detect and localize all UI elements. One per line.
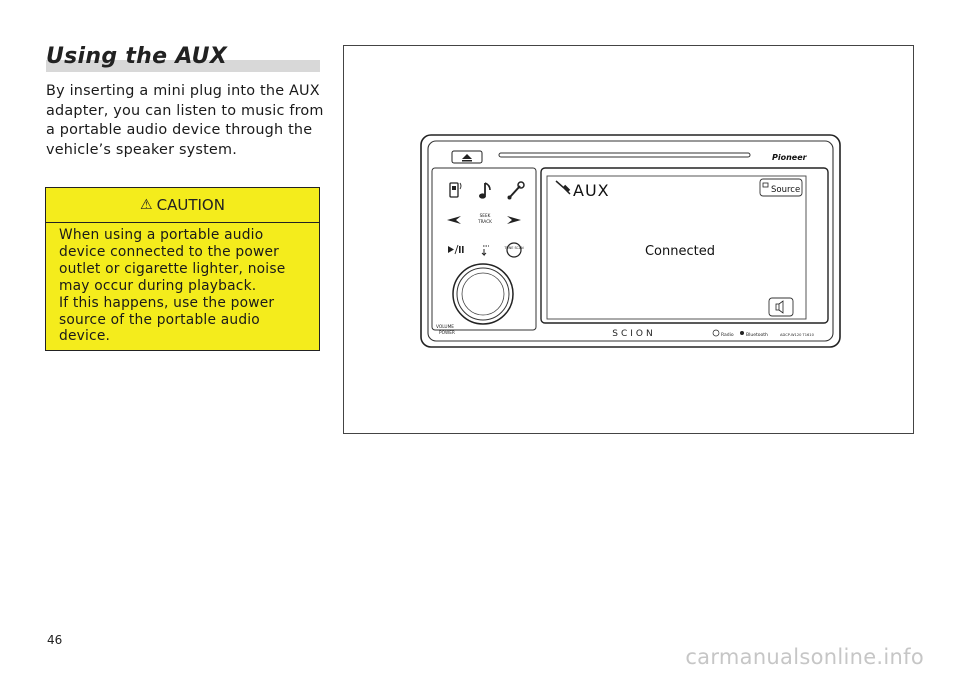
seek-label: SEEK <box>480 213 491 218</box>
caution-line: device. <box>59 328 111 345</box>
warning-triangle-icon: ⚠ <box>140 197 153 213</box>
hd-radio-label: Radio <box>721 332 734 338</box>
caution-text: When using a portable audio device conne… <box>46 223 319 345</box>
scion-logo: SCION <box>612 329 655 339</box>
connection-status: Connected <box>645 244 715 259</box>
eject-icon <box>462 154 472 159</box>
caution-line: When using a portable audio <box>59 227 264 243</box>
track-label: TRACK <box>477 219 492 224</box>
caution-line: device connected to the power <box>59 243 280 260</box>
source-icon <box>762 182 769 188</box>
dial-arrow-icon[interactable] <box>481 245 489 257</box>
volume-knob[interactable] <box>452 263 514 325</box>
source-button[interactable]: Source <box>759 178 803 197</box>
tune-scan-label: TUNE SCAN <box>503 246 524 250</box>
watermark-text: carmanualsonline.info <box>685 645 924 669</box>
seek-right-icon[interactable] <box>507 216 521 224</box>
title-underline <box>46 60 320 72</box>
caution-line: source of the portable audio <box>59 311 260 328</box>
caution-line: outlet or cigarette lighter, noise <box>59 260 286 277</box>
tune-scan-button[interactable]: TUNE SCAN <box>503 242 524 258</box>
seek-left-icon[interactable] <box>447 216 461 224</box>
power-label: POWER <box>439 330 455 336</box>
disc-slot <box>498 152 751 158</box>
caution-box: ⚠ CAUTION When using a portable audio de… <box>45 187 320 351</box>
mute-icon[interactable] <box>768 297 794 317</box>
source-button-label: Source <box>771 185 800 195</box>
head-unit-illustration: Pioneer SEEK TRACK <box>420 134 841 348</box>
model-number: ADCP-W120 T1610 <box>780 333 815 337</box>
caution-line: may occur during playback. <box>59 277 257 294</box>
plug-icon <box>555 180 571 195</box>
caution-header: ⚠ CAUTION <box>46 188 319 223</box>
screen-mode-label: AUX <box>573 181 610 200</box>
brand-logo: Pioneer <box>772 153 808 162</box>
eject-icon-bar <box>462 160 472 162</box>
play-pause-icon[interactable] <box>448 244 464 255</box>
bluetooth-label: Bluetooth <box>746 332 768 338</box>
intro-paragraph: By inserting a mini plug into the AUX ad… <box>46 83 324 158</box>
page-number: 46 <box>47 633 63 647</box>
head-unit-figure: Pioneer SEEK TRACK <box>343 45 914 434</box>
wrench-icon[interactable] <box>507 181 525 200</box>
bluetooth-icon <box>740 331 744 335</box>
phone-icon[interactable] <box>449 182 462 198</box>
caution-heading: CAUTION <box>156 196 225 214</box>
section-title-bar: Using the AUX <box>46 44 320 72</box>
caution-line: If this happens, use the power <box>59 294 275 311</box>
screen-display <box>546 175 807 320</box>
hd-radio-icon <box>712 329 720 337</box>
music-note-icon[interactable] <box>479 182 491 199</box>
page-title: Using the AUX <box>46 44 228 69</box>
volume-label: VOLUME <box>436 324 454 330</box>
